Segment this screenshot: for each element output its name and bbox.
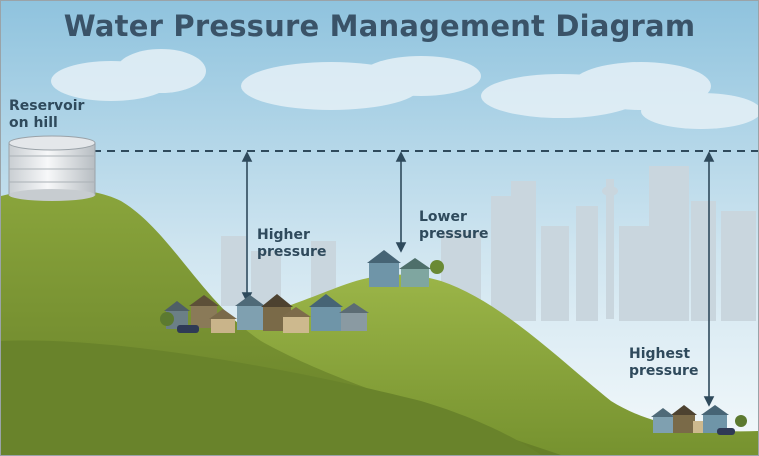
lower-pressure-line2: pressure bbox=[419, 226, 489, 242]
lower-pressure-line1: Lower bbox=[419, 209, 467, 225]
highest-pressure-label: Highest pressure bbox=[629, 346, 698, 380]
clouds bbox=[51, 49, 758, 129]
page-title: Water Pressure Management Diagram bbox=[63, 9, 696, 43]
highest-pressure-line1: Highest bbox=[629, 346, 691, 362]
foreground-hill bbox=[1, 340, 541, 455]
pressure-arrows bbox=[241, 151, 715, 407]
highest-pressure-line2: pressure bbox=[629, 363, 699, 379]
higher-pressure-label: Higher pressure bbox=[257, 227, 326, 261]
reservoir-label: Reservoir on hill bbox=[9, 98, 84, 132]
reservoir-tank bbox=[8, 135, 96, 201]
houses-highest-pressure bbox=[651, 405, 747, 435]
reservoir-label-line2: on hill bbox=[9, 115, 58, 131]
lower-pressure-label: Lower pressure bbox=[419, 209, 488, 243]
houses-lower-pressure bbox=[367, 250, 444, 287]
houses-higher-pressure bbox=[160, 294, 369, 333]
higher-pressure-line1: Higher bbox=[257, 227, 310, 243]
higher-pressure-line2: pressure bbox=[257, 244, 327, 260]
reservoir-label-line1: Reservoir bbox=[9, 98, 85, 114]
